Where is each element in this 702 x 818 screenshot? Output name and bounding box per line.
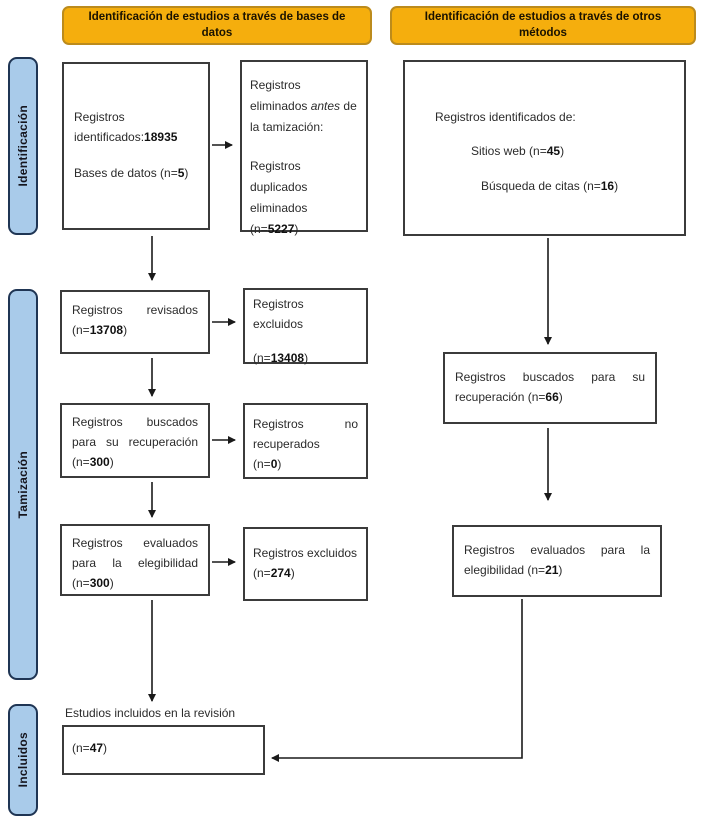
stage-label-identificacion-text: Identificación [16, 105, 30, 187]
websites-count: 45 [546, 143, 561, 158]
records-not-retrieved-count: 0 [270, 456, 278, 471]
arrow-other-assessed-to-included [271, 599, 523, 762]
box-records-removed-before-screening: Registros eliminados antes de la tamizac… [240, 60, 368, 236]
records-sought-other-label: Registros buscados para su recuperación … [455, 370, 645, 404]
stage-label-tamizacion-text: Tamización [16, 450, 30, 519]
records-screened-count: 13708 [89, 322, 124, 337]
databases-label: Bases de datos (n= [74, 165, 178, 180]
records-sought-label: Registros buscados para su recuperación … [72, 415, 198, 469]
records-not-retrieved-label: Registros no recuperados [253, 417, 358, 451]
records-excluded-count: 13408 [270, 350, 305, 365]
records-excluded-eligibility-count: 274 [270, 566, 291, 580]
stage-label-incluidos: Incluidos [8, 704, 38, 816]
box-records-screened: Registros revisados (n=13708) [60, 290, 210, 354]
box-records-excluded: Registros excluidos (n=13408) [243, 288, 368, 365]
header-identification-other-methods: Identificación de estudios a través de o… [390, 6, 696, 45]
databases-count: 5 [177, 165, 185, 180]
stage-label-identificacion: Identificación [8, 57, 38, 235]
box-records-excluded-eligibility: Registros excluidos (n=274) [243, 527, 368, 601]
duplicates-removed-count: 5227 [267, 222, 295, 236]
records-assessed-label: Registros evaluados para la elegibilidad… [72, 536, 198, 590]
included-studies-title: Estudios incluidos en la revisión [65, 706, 236, 720]
citation-search-count: 16 [600, 178, 615, 193]
header-identification-databases: Identificación de estudios a través de b… [62, 6, 372, 45]
records-sought-other-count: 66 [545, 390, 559, 404]
stage-label-tamizacion: Tamización [8, 289, 38, 680]
removed-before-label-1: Registros eliminados [250, 78, 311, 113]
other-identified-title: Registros identificados de: [435, 110, 576, 124]
records-identified-count: 18935 [144, 130, 178, 145]
records-assessed-count: 300 [89, 575, 110, 590]
records-assessed-other-label: Registros evaluados para la elegibilidad… [464, 543, 650, 577]
duplicates-removed-label: Registros duplicados eliminados (n= [250, 159, 308, 236]
records-excluded-eligibility-label: Registros excluidos (n= [253, 546, 358, 580]
included-studies-count: 47 [89, 741, 104, 755]
records-excluded-label: Registros excluidos [253, 297, 304, 331]
box-records-sought-other: Registros buscados para su recuperación … [443, 352, 657, 424]
stage-label-incluidos-text: Incluidos [16, 732, 30, 788]
records-assessed-other-count: 21 [545, 563, 559, 577]
removed-before-label-2: de la tamización: [250, 99, 357, 134]
records-sought-count: 300 [89, 454, 110, 469]
records-screened-label: Registros revisados (n= [72, 303, 198, 337]
citation-search-label: Búsqueda de citas (n= [481, 178, 601, 193]
box-records-assessed: Registros evaluados para la elegibilidad… [60, 524, 210, 596]
box-records-identified-other: Registros identificados de: Sitios web (… [403, 60, 686, 236]
removed-before-antes: antes [310, 99, 341, 113]
box-studies-included: (n=47) [62, 725, 265, 775]
box-records-not-retrieved: Registros no recuperados (n=0) [243, 403, 368, 479]
box-records-identified: Registros identificados:18935 Bases de d… [62, 62, 210, 230]
records-identified-label: Registros identificados: [74, 110, 145, 145]
websites-label: Sitios web (n= [471, 143, 547, 158]
box-records-sought: Registros buscados para su recuperación … [60, 403, 210, 478]
box-records-assessed-other: Registros evaluados para la elegibilidad… [452, 525, 662, 597]
